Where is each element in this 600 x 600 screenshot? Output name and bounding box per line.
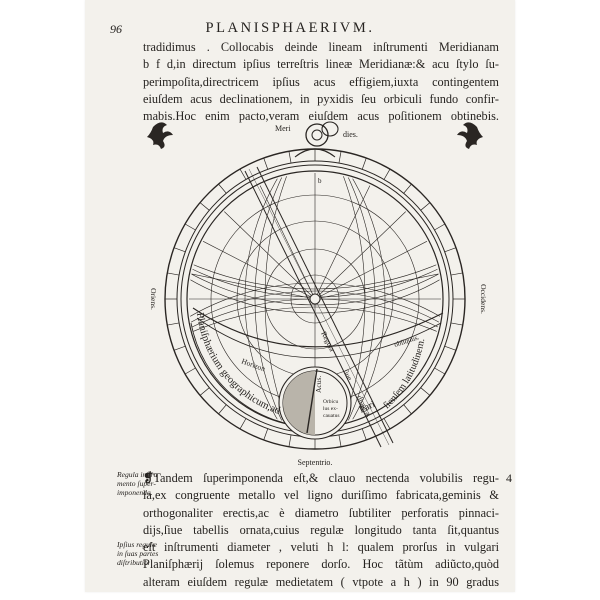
text-line: mabis.Hoc enim pacto,veram eiuſdem acus … bbox=[143, 109, 499, 124]
marginal-note-1: Regula inſtru mento ſuper- imponenda. bbox=[117, 470, 177, 498]
band-text-right: ſienſem latitudinem. bbox=[382, 338, 428, 411]
text-line: dijs,ſiue tabellis ornata,cuius regulæ l… bbox=[143, 522, 499, 537]
text-line: eiuſdem acus declinationem, in pyxidis ſ… bbox=[143, 91, 499, 106]
text-line: orthogonaliter erectis,ac è diametro ſub… bbox=[143, 505, 499, 520]
label-orbiculus-3: cauatus bbox=[323, 413, 340, 419]
marginal-line: imponenda. bbox=[117, 488, 153, 498]
marginal-line: diſtributio. bbox=[117, 558, 150, 568]
planisphere-figure: Meri dies. Septentrio. Oriens. Occidens.… bbox=[147, 121, 488, 467]
marginal-line: Regula inſtru bbox=[117, 470, 158, 479]
label-orbiculus-1: Orbicu bbox=[323, 399, 339, 405]
label-horizon: Horizon bbox=[240, 356, 266, 373]
text-line: tradidimus . Collocabis deinde lineam in… bbox=[143, 40, 499, 54]
label-meridies-left: Meri bbox=[275, 124, 291, 133]
note-number: 4 bbox=[506, 471, 512, 485]
label-occidens: Occidens. bbox=[479, 284, 488, 314]
label-septentrio: Septentrio. bbox=[298, 458, 333, 467]
marginal-line: Ipſius regulæ bbox=[117, 540, 158, 549]
label-orbiculus-2: lus ex- bbox=[323, 406, 338, 412]
bottom-paragraph: ❡Tandem ſuperimponenda eſt,& clauo necte… bbox=[143, 470, 499, 591]
text-line: alteram eiuſdem regulæ medietatem ( vtpo… bbox=[143, 574, 499, 589]
label-oriens: Oriens. bbox=[149, 288, 158, 310]
label-regula: Regula bbox=[319, 330, 337, 354]
paragraph-mark-icon: ❡ bbox=[143, 471, 154, 485]
label-acus: Acus. bbox=[314, 376, 323, 393]
text-line: eſt inſtrumenti diameter , veluti h l: q… bbox=[143, 540, 499, 555]
folio-number: 96 bbox=[110, 22, 122, 36]
text-line: b f d,in directum ipſius terreſtris line… bbox=[143, 57, 499, 72]
top-paragraph: tradidimus . Collocabis deinde lineam in… bbox=[143, 39, 499, 125]
text-line-content: Tandem ſuperimponenda eſt,& clauo necten… bbox=[153, 471, 499, 485]
text-line: la,ex congruente metallo vel ligno duriſ… bbox=[143, 488, 499, 503]
text-line: Planiſphærij ſolemus reponere dorſo. Hoc… bbox=[143, 557, 499, 572]
text-line: ❡Tandem ſuperimponenda eſt,& clauo necte… bbox=[143, 470, 499, 487]
marginal-line: mento ſuper- bbox=[117, 479, 156, 489]
marginal-line: in ſuas partes bbox=[117, 549, 159, 559]
center-marker-b: b bbox=[318, 177, 322, 185]
text-line: perimpoſita,directricem ipſius acus effi… bbox=[143, 74, 499, 89]
book-page: 96 PLANISPHAERIVM. tradidimus . Collocab… bbox=[85, 0, 515, 592]
label-meridies-right: dies. bbox=[343, 130, 358, 139]
marginal-note-2: Ipſius regulæ in ſuas partes diſtributio… bbox=[117, 540, 177, 568]
running-head: PLANISPHAERIVM. bbox=[205, 20, 375, 36]
